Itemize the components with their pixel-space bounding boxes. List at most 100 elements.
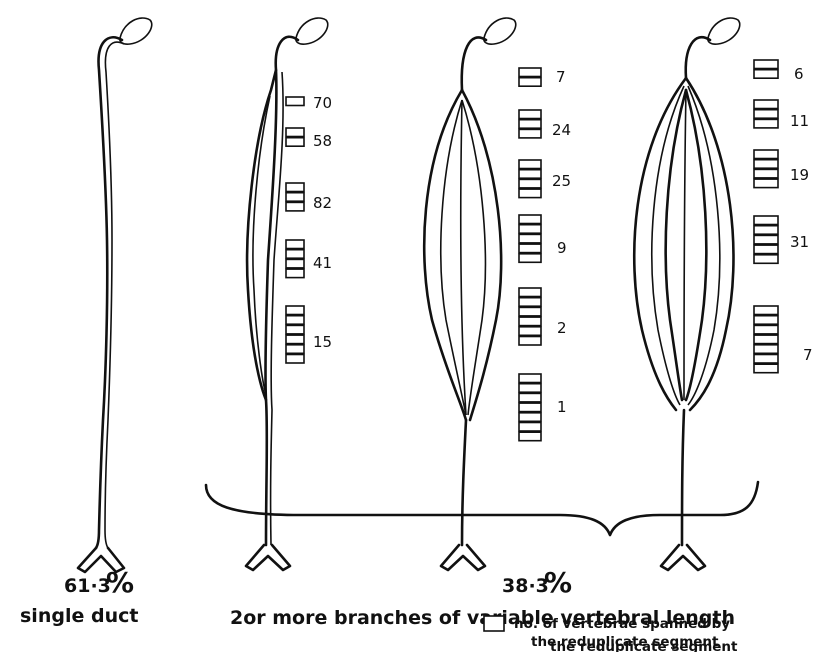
vertebra-rect	[286, 183, 304, 192]
vertebra-rect	[519, 403, 541, 412]
vertebra-rect	[286, 335, 304, 344]
vertebra-rect	[519, 254, 541, 262]
vertebra-rect	[754, 335, 778, 344]
vertebra-rect	[286, 325, 304, 334]
count-label: 41	[313, 254, 332, 272]
count-label: 31	[790, 233, 809, 251]
vertebra-rect	[754, 235, 778, 244]
percent-value: 61·3	[64, 575, 111, 597]
vertebra-rect	[754, 345, 778, 354]
count-label: 1	[557, 398, 567, 416]
right-outer-branch	[686, 78, 733, 410]
vertebra-rect	[519, 317, 541, 326]
count-label: 7	[556, 68, 566, 86]
vertebra-rect	[286, 138, 304, 147]
vertebra-rect	[519, 129, 541, 138]
duct-fork	[661, 545, 705, 570]
vertebra-rectangle-icon	[484, 616, 504, 631]
percent-sign: %	[544, 566, 572, 599]
vertebra-rect	[519, 393, 541, 402]
vertebra-column-7b: 7	[754, 306, 813, 373]
vertebra-rect	[519, 413, 541, 422]
count-label: 15	[313, 333, 332, 351]
count-label: 2	[557, 319, 567, 337]
vertebra-rect	[286, 193, 304, 202]
single-duct-drawing	[78, 18, 152, 572]
group-brace	[206, 482, 758, 535]
vertebra-rect	[519, 189, 541, 198]
legend-line-2-text: the reduplicate segment	[531, 634, 719, 650]
center-branch	[461, 100, 466, 415]
vertebra-column-70: 70	[286, 94, 332, 112]
vertebra-column-31: 31	[754, 216, 809, 263]
vertebra-rect	[754, 364, 778, 373]
group-label: single duct	[20, 605, 138, 627]
right-outer-branch	[462, 90, 501, 420]
vertebra-rect	[286, 240, 304, 249]
vertebra-rect	[519, 110, 541, 119]
left-inner-branch	[441, 100, 466, 415]
vertebra-rect	[754, 316, 778, 325]
vertebra-rect	[519, 298, 541, 307]
vertebra-rect	[286, 250, 304, 259]
vertebra-rect	[286, 259, 304, 268]
vertebra-rect	[519, 215, 541, 224]
vertebra-rect	[286, 202, 304, 211]
vertebra-rect	[519, 234, 541, 243]
vertebra-column-25: 25	[519, 160, 571, 198]
legend-line-2-html: the reduplicate segment	[531, 633, 821, 651]
vertebra-rect	[519, 160, 541, 169]
vertebra-rect	[754, 119, 778, 128]
main-trunk	[686, 37, 710, 78]
cisterna-bulb	[484, 18, 516, 44]
vertebra-rect	[286, 355, 304, 364]
vertebra-column-58: 58	[286, 128, 332, 150]
branch-inner	[271, 72, 284, 545]
count-label: 24	[552, 121, 571, 139]
vertebra-rect	[754, 216, 778, 225]
percent-value: 38·3	[502, 575, 549, 597]
vertebra-rect	[286, 269, 304, 278]
vertebra-rect	[286, 97, 304, 106]
vertebra-column-82: 82	[286, 183, 332, 212]
count-label: 19	[790, 166, 809, 184]
vertebra-column-19: 19	[754, 150, 809, 188]
cisterna-bulb	[296, 18, 328, 44]
vertebra-rect	[519, 288, 541, 297]
center-branch	[684, 90, 686, 400]
vertebra-rect	[286, 316, 304, 325]
vertebra-rect	[519, 179, 541, 188]
vertebra-rect	[754, 100, 778, 109]
left-outer-branch	[424, 90, 466, 420]
vertebra-rect	[286, 345, 304, 354]
vertebra-rect	[754, 60, 778, 69]
count-label: 70	[313, 94, 332, 112]
cisterna-bulb	[120, 18, 152, 44]
vertebra-rect	[519, 384, 541, 393]
branch-outer	[253, 96, 270, 395]
vertebra-rect	[754, 306, 778, 315]
count-label: 25	[552, 172, 571, 190]
vertebra-rect	[754, 325, 778, 334]
count-label: 11	[790, 112, 809, 130]
vertebra-rect	[519, 327, 541, 336]
vertebra-rect	[519, 170, 541, 179]
count-label: 7	[803, 346, 813, 364]
vertebra-rect	[519, 120, 541, 129]
vertebra-rect	[519, 78, 541, 87]
vertebra-rect	[519, 423, 541, 432]
vertebra-column-1: 1	[519, 374, 567, 441]
vertebra-rect	[519, 68, 541, 77]
vertebra-column-41: 41	[286, 240, 332, 278]
percent-sign: %	[106, 566, 134, 599]
vertebra-rect	[754, 226, 778, 235]
vertebra-rect	[754, 110, 778, 119]
vertebra-rect	[519, 432, 541, 441]
vertebra-rect	[754, 169, 778, 178]
vertebra-rect	[754, 245, 778, 254]
multi-branch-duct-drawing	[634, 18, 740, 570]
cisterna-bulb	[708, 18, 740, 44]
count-label: 82	[313, 194, 332, 212]
count-label: 6	[794, 65, 804, 83]
duct-fork	[246, 545, 290, 570]
